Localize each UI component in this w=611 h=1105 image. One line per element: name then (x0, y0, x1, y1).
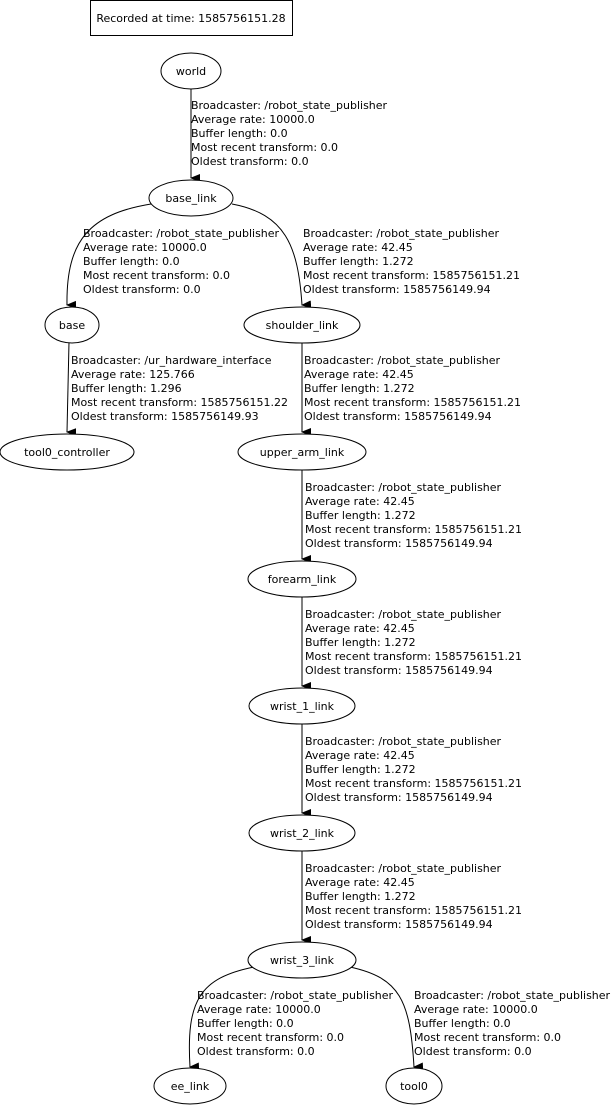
edge-label-line: Oldest transform: 1585756149.94 (304, 410, 492, 423)
node-label: wrist_1_link (270, 700, 335, 713)
edge-label-line: Most recent transform: 1585756151.21 (305, 904, 522, 917)
edge-label-line: Buffer length: 0.0 (414, 1017, 511, 1030)
edge-label-line: Broadcaster: /robot_state_publisher (305, 481, 502, 494)
edge-label-line: Broadcaster: /robot_state_publisher (303, 227, 500, 240)
edge-label-line: Oldest transform: 1585756149.94 (305, 791, 493, 804)
node-label: shoulder_link (266, 319, 339, 332)
edge-label-line: Broadcaster: /robot_state_publisher (305, 862, 502, 875)
node-label: wrist_3_link (270, 954, 335, 967)
node-label: tool0 (400, 1080, 428, 1093)
edge-label-line: Average rate: 125.766 (71, 368, 195, 381)
edge-label-line: Most recent transform: 0.0 (191, 141, 338, 154)
node-label: base_link (165, 192, 217, 205)
edge-label-line: Average rate: 42.45 (305, 495, 415, 508)
edge-label-line: Buffer length: 1.272 (304, 382, 415, 395)
edge-label-line: Oldest transform: 0.0 (197, 1045, 315, 1058)
node-base[interactable]: base (44, 306, 100, 344)
edge-wrist_3_link-tool0 (349, 966, 424, 1071)
edge-label-line: Most recent transform: 1585756151.21 (303, 269, 520, 282)
edge-label-line: Oldest transform: 1585756149.94 (305, 664, 493, 677)
node-label: forearm_link (268, 573, 337, 586)
recorded-time-box: Recorded at time: 1585756151.28 (90, 0, 293, 36)
edge-label-line: Average rate: 42.45 (305, 876, 415, 889)
edge-label-line: Oldest transform: 1585756149.94 (303, 283, 491, 296)
node-label: upper_arm_link (260, 446, 345, 459)
edge-label-line: Most recent transform: 1585756151.21 (305, 523, 522, 536)
edge-label-line: Broadcaster: /robot_state_publisher (414, 989, 611, 1002)
edge-label-line: Buffer length: 1.296 (71, 382, 182, 395)
edge-label-line: Buffer length: 1.272 (305, 636, 416, 649)
edge-label-line: Average rate: 42.45 (304, 368, 414, 381)
node-base_link[interactable]: base_link (148, 179, 234, 217)
edge-label-line: Average rate: 10000.0 (414, 1003, 538, 1016)
edge-label-line: Buffer length: 1.272 (305, 763, 416, 776)
node-label: tool0_controller (24, 446, 110, 459)
node-tool0[interactable]: tool0 (385, 1067, 443, 1105)
edge-label-line: Average rate: 10000.0 (197, 1003, 321, 1016)
node-wrist_2_link[interactable]: wrist_2_link (248, 814, 356, 852)
edge-label-line: Most recent transform: 1585756151.21 (304, 396, 521, 409)
edge-label-line: Buffer length: 0.0 (83, 255, 180, 268)
edge-label-line: Oldest transform: 1585756149.94 (305, 537, 493, 550)
edge-label-line: Oldest transform: 1585756149.93 (71, 410, 259, 423)
edge-label-line: Average rate: 10000.0 (191, 113, 315, 126)
edge-label-line: Broadcaster: /robot_state_publisher (191, 99, 388, 112)
edge-label-line: Average rate: 42.45 (305, 622, 415, 635)
edge-label-line: Most recent transform: 0.0 (197, 1031, 344, 1044)
edge-label-line: Most recent transform: 1585756151.21 (305, 650, 522, 663)
edge-label-line: Buffer length: 0.0 (191, 127, 288, 140)
edge-label-line: Oldest transform: 1585756149.94 (305, 918, 493, 931)
node-label: world (176, 65, 206, 78)
edge-base-tool0_controller (66, 341, 77, 437)
edge-label-line: Most recent transform: 0.0 (414, 1031, 561, 1044)
edge-label-line: Broadcaster: /robot_state_publisher (305, 735, 502, 748)
edge-label-line: Broadcaster: /robot_state_publisher (83, 227, 280, 240)
edge-label-line: Oldest transform: 0.0 (414, 1045, 532, 1058)
edge-base_link-base (66, 203, 152, 309)
node-upper_arm_link[interactable]: upper_arm_link (237, 433, 367, 471)
edge-base_link-shoulder_link (231, 203, 312, 309)
node-label: wrist_2_link (270, 827, 335, 840)
node-wrist_3_link[interactable]: wrist_3_link (247, 941, 357, 979)
edge-label-line: Broadcaster: /robot_state_publisher (197, 989, 394, 1002)
edge-label-line: Oldest transform: 0.0 (191, 155, 309, 168)
node-shoulder_link[interactable]: shoulder_link (243, 306, 361, 344)
node-label: ee_link (171, 1080, 210, 1093)
node-label: base (59, 319, 85, 332)
edge-label-line: Broadcaster: /robot_state_publisher (304, 354, 501, 367)
edge-label-line: Buffer length: 1.272 (303, 255, 414, 268)
edge-label-line: Buffer length: 0.0 (197, 1017, 294, 1030)
edge-label-line: Most recent transform: 0.0 (83, 269, 230, 282)
edge-label-line: Broadcaster: /ur_hardware_interface (71, 354, 272, 367)
edge-label-line: Oldest transform: 0.0 (83, 283, 201, 296)
recorded-time-label: Recorded at time: 1585756151.28 (96, 12, 285, 25)
edge-label-line: Average rate: 42.45 (305, 749, 415, 762)
edge-label-line: Average rate: 10000.0 (83, 241, 207, 254)
node-world[interactable]: world (160, 52, 222, 90)
edge-label-line: Average rate: 42.45 (303, 241, 413, 254)
edge-wrist_3_link-ee_link (188, 966, 255, 1071)
edge-label-line: Most recent transform: 1585756151.22 (71, 396, 288, 409)
node-wrist_1_link[interactable]: wrist_1_link (248, 687, 356, 725)
edge-label-line: Buffer length: 1.272 (305, 509, 416, 522)
edge-label-line: Most recent transform: 1585756151.21 (305, 777, 522, 790)
node-ee_link[interactable]: ee_link (153, 1067, 227, 1105)
node-tool0_controller[interactable]: tool0_controller (0, 433, 135, 471)
edge-label-line: Broadcaster: /robot_state_publisher (305, 608, 502, 621)
edge-label-line: Buffer length: 1.272 (305, 890, 416, 903)
node-forearm_link[interactable]: forearm_link (247, 560, 357, 598)
